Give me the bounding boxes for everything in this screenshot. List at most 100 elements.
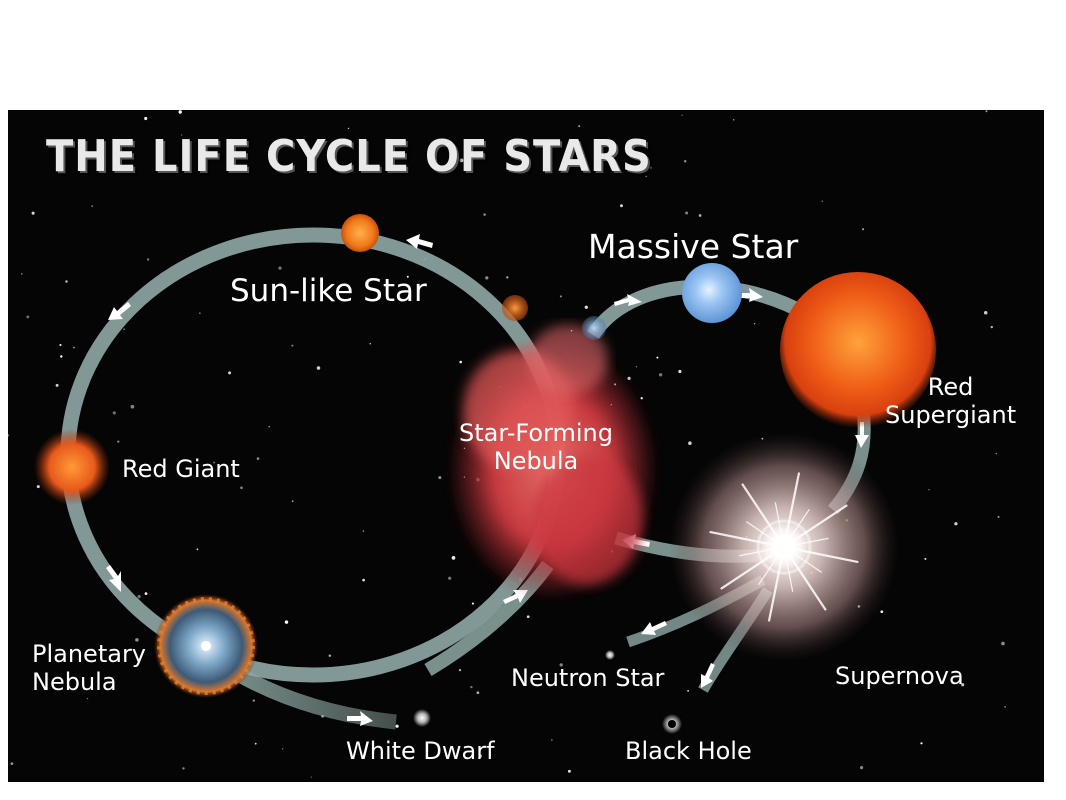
background-star (117, 440, 120, 443)
background-star (471, 602, 474, 605)
background-star (983, 311, 988, 315)
label-star-forming-line2: Nebula (493, 446, 579, 475)
background-star (458, 668, 462, 672)
background-star (584, 305, 588, 309)
background-star (551, 739, 553, 741)
background-star (199, 312, 201, 314)
background-star (451, 556, 456, 560)
background-star (995, 452, 997, 455)
background-star (620, 204, 623, 208)
background-star (698, 214, 702, 217)
background-star (656, 356, 659, 359)
background-star (395, 724, 399, 728)
background-star (526, 615, 530, 619)
diagram-title: THE LIFE CYCLE OF STARS (46, 132, 652, 182)
flow-arrows (106, 234, 869, 726)
life-cycle-diagram (8, 110, 1007, 778)
background-star (8, 434, 10, 437)
background-star (91, 205, 93, 207)
background-star (240, 486, 243, 490)
background-star (485, 276, 489, 280)
label-neutron-star: Neutron Star (511, 664, 665, 692)
background-star (284, 620, 289, 624)
arrow-icon (855, 422, 869, 448)
background-star (880, 610, 884, 614)
background-star (515, 143, 518, 146)
background-star (954, 522, 958, 526)
background-star (21, 273, 23, 275)
background-star (31, 211, 35, 215)
arrow-icon (503, 590, 528, 604)
background-star (567, 769, 571, 773)
background-star (55, 383, 59, 387)
star-forming-nebula-image (453, 325, 653, 595)
background-star (476, 691, 480, 695)
background-star (658, 373, 663, 377)
diagram-panel: THE LIFE CYCLE OF STARS Sun-like Star Ma… (8, 110, 1044, 782)
young-sun-like-star-image (502, 295, 528, 321)
young-massive-star-image (582, 316, 606, 340)
white-dwarf-image (413, 709, 431, 727)
background-star (130, 404, 135, 409)
massive-star-image (682, 263, 742, 323)
background-star (282, 748, 284, 750)
label-red-supergiant-line1: Red (927, 373, 974, 401)
background-star (182, 767, 185, 770)
background-star (559, 663, 563, 667)
background-star (559, 295, 562, 298)
background-star (213, 461, 216, 464)
label-red-giant: Red Giant (122, 455, 240, 483)
background-star (278, 266, 282, 270)
red-supergiant-image (780, 272, 936, 428)
background-star (459, 360, 463, 364)
label-star-forming-line1: Star-Forming (459, 419, 613, 447)
background-star (228, 371, 232, 375)
background-star (362, 530, 365, 532)
label-red-supergiant: Red Supergiant (885, 373, 1016, 429)
background-star (685, 211, 689, 215)
background-star (398, 169, 401, 172)
sun-like-star-image (341, 214, 379, 252)
background-star (753, 323, 756, 325)
background-star (196, 548, 199, 551)
arrow-icon (701, 663, 715, 688)
arrow-icon (406, 234, 433, 249)
background-star (59, 343, 62, 347)
background-star (180, 134, 183, 136)
background-star (123, 328, 125, 330)
background-star (26, 315, 30, 319)
background-star (506, 276, 509, 279)
background-star (678, 369, 682, 374)
background-star (578, 125, 581, 128)
background-star (144, 116, 148, 121)
background-star (347, 127, 350, 130)
label-sun-like-star: Sun-like Star (230, 273, 427, 309)
background-star (645, 175, 647, 178)
red-giant-image (34, 429, 110, 505)
background-star (406, 275, 409, 278)
background-star (681, 114, 683, 116)
arrow-icon (347, 711, 373, 726)
background-star (860, 766, 864, 770)
background-star (328, 654, 331, 657)
black-hole-image (662, 714, 682, 734)
background-star (985, 110, 988, 113)
background-star (137, 594, 141, 599)
background-star (683, 159, 687, 163)
background-star (924, 557, 927, 560)
background-star (369, 343, 371, 345)
background-star (291, 500, 294, 502)
background-star (268, 425, 270, 428)
background-star (146, 258, 150, 261)
label-planetary-line1: Planetary (32, 640, 147, 668)
background-star (627, 376, 631, 380)
background-star (448, 576, 452, 580)
background-star (310, 776, 312, 778)
label-planetary-line2: Nebula (32, 667, 117, 696)
label-massive-star: Massive Star (588, 227, 799, 266)
background-star (144, 592, 148, 595)
background-star (732, 119, 735, 121)
background-star (65, 280, 68, 283)
label-planetary-nebula: Planetary Nebula (32, 640, 147, 696)
arrow-icon (736, 288, 763, 302)
